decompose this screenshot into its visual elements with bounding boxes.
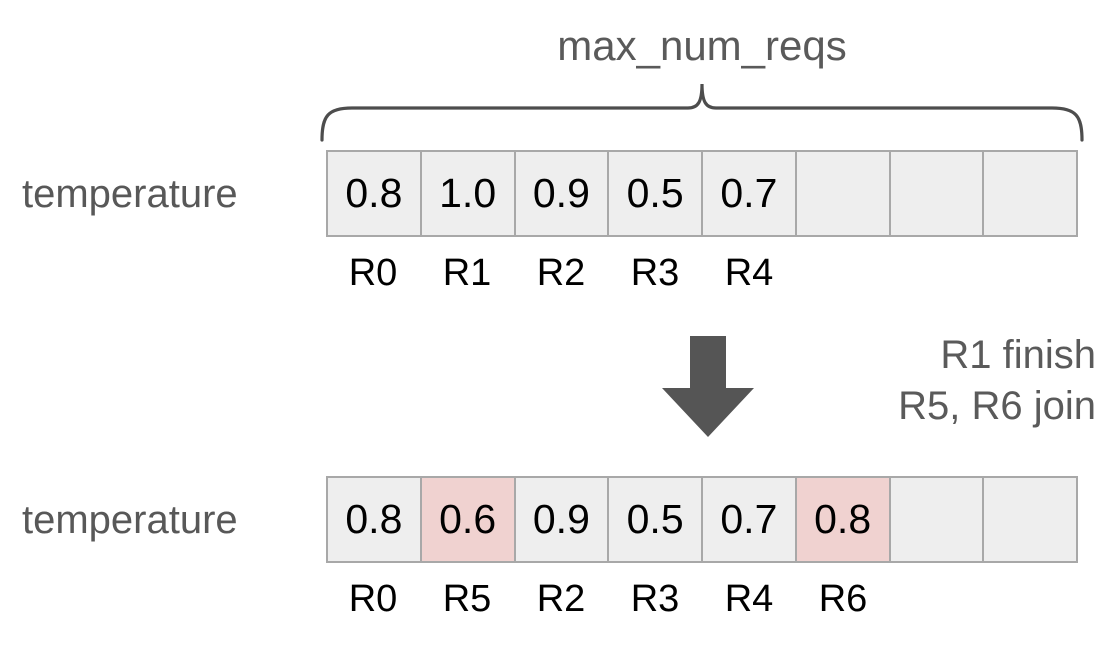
request-id-label bbox=[984, 580, 1078, 618]
transition-note: R1 finish R5, R6 join bbox=[786, 330, 1096, 432]
array-cell: 0.8 bbox=[328, 152, 422, 235]
array-cell bbox=[796, 152, 891, 235]
transition-note-line: R1 finish bbox=[940, 333, 1096, 377]
request-id-row-before: R0 R1 R2 R3 R4 bbox=[326, 254, 1078, 292]
array-cell: 0.7 bbox=[703, 478, 797, 561]
array-cell: 0.9 bbox=[515, 152, 610, 235]
array-cell-highlighted: 0.8 bbox=[796, 478, 891, 561]
request-id-row-after: R0 R5 R2 R3 R4 R6 bbox=[326, 580, 1078, 618]
request-id-label: R2 bbox=[536, 578, 586, 620]
array-cell bbox=[984, 478, 1076, 561]
row-label-before: temperature bbox=[22, 172, 238, 216]
request-id-label bbox=[890, 580, 984, 618]
array-cell-highlighted: 0.6 bbox=[421, 478, 516, 561]
down-arrow-icon bbox=[662, 336, 754, 437]
temperature-array-before: 0.8 1.0 0.9 0.5 0.7 bbox=[326, 150, 1078, 237]
request-id-label bbox=[890, 254, 984, 292]
array-cell bbox=[984, 152, 1076, 235]
array-cell: 0.7 bbox=[703, 152, 797, 235]
request-id-label: R2 bbox=[536, 252, 586, 294]
array-cell: 0.5 bbox=[609, 478, 703, 561]
request-id-label: R3 bbox=[630, 252, 680, 294]
temperature-array-after: 0.8 0.6 0.9 0.5 0.7 0.8 bbox=[326, 476, 1078, 563]
request-id-label: R1 bbox=[442, 252, 492, 294]
array-cell bbox=[890, 478, 985, 561]
array-cell: 0.5 bbox=[609, 152, 703, 235]
request-id-label: R4 bbox=[724, 578, 774, 620]
transition-note-line: R5, R6 join bbox=[898, 384, 1096, 429]
curly-brace-icon bbox=[320, 83, 1084, 142]
array-cell: 0.8 bbox=[328, 478, 422, 561]
request-id-label: R5 bbox=[442, 578, 492, 620]
request-id-label: R4 bbox=[724, 252, 774, 294]
request-id-label bbox=[796, 254, 890, 292]
request-id-label: R3 bbox=[630, 578, 680, 620]
request-id-label: R0 bbox=[348, 578, 398, 620]
array-cell bbox=[890, 152, 985, 235]
array-cell: 1.0 bbox=[421, 152, 516, 235]
request-id-label: R0 bbox=[348, 252, 398, 294]
request-id-label bbox=[984, 254, 1078, 292]
array-cell: 0.9 bbox=[515, 478, 610, 561]
bracket-label: max_num_reqs bbox=[557, 22, 847, 69]
request-id-label: R6 bbox=[818, 578, 868, 620]
row-label-after: temperature bbox=[22, 498, 238, 542]
